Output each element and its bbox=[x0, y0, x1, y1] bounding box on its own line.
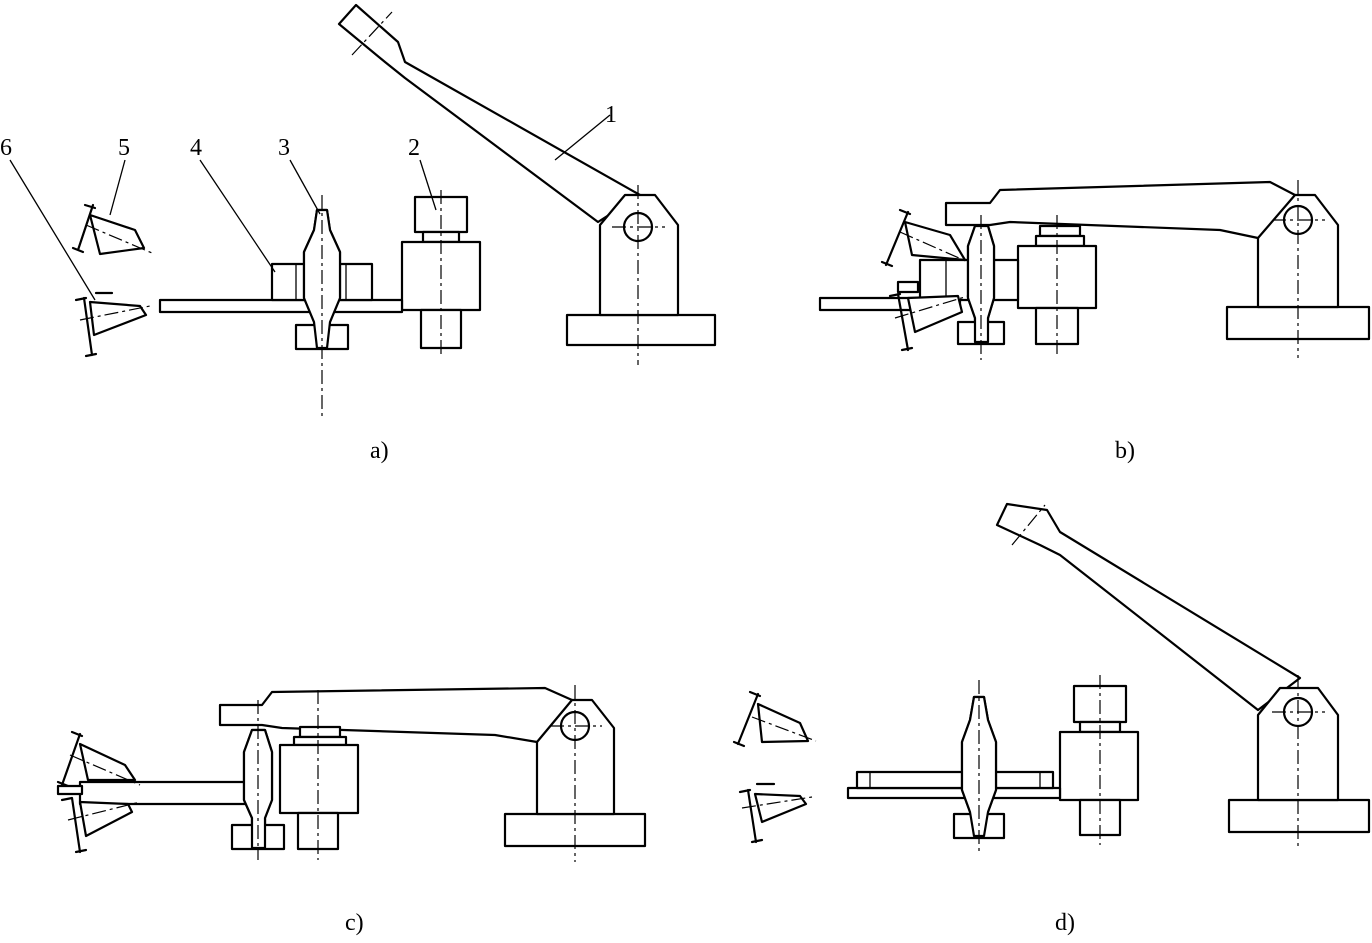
part-label-5: 5 bbox=[118, 135, 130, 161]
workpiece-plate bbox=[158, 298, 404, 314]
stem-3 bbox=[230, 700, 286, 860]
stem-3 bbox=[952, 680, 1006, 855]
stem-3 bbox=[294, 195, 350, 420]
torch-6 bbox=[74, 291, 151, 358]
lever-arm-1 bbox=[995, 502, 1302, 712]
torch-5 bbox=[880, 208, 969, 268]
lever-arm-1 bbox=[337, 3, 642, 224]
caption-b: b) bbox=[1115, 438, 1135, 464]
caption-a: a) bbox=[370, 438, 389, 464]
part-label-4: 4 bbox=[190, 135, 202, 161]
torch-6 bbox=[738, 782, 813, 844]
lever-pivot-base bbox=[1227, 675, 1371, 850]
guide-bolt-2 bbox=[278, 690, 360, 860]
panel-c: c) bbox=[56, 685, 647, 936]
part-label-6: 6 bbox=[0, 135, 12, 161]
torch-6 bbox=[888, 280, 969, 352]
guide-bolt-2 bbox=[1016, 215, 1098, 355]
panel-b: b) bbox=[818, 180, 1371, 464]
torch-5 bbox=[71, 203, 153, 256]
caption-d: d) bbox=[1055, 910, 1075, 936]
lever-pivot-base bbox=[565, 185, 717, 365]
leader-lines-a bbox=[9, 114, 611, 301]
panel-a: 1 2 3 4 5 6 a) bbox=[0, 3, 717, 464]
workpiece-plate bbox=[78, 780, 247, 806]
lever-arm-1 bbox=[218, 686, 574, 744]
part-label-3: 3 bbox=[278, 135, 290, 161]
torch-6 bbox=[56, 784, 141, 854]
bushing-4 bbox=[855, 770, 1055, 790]
torch-5 bbox=[56, 730, 141, 788]
panel-d: d) bbox=[732, 502, 1371, 936]
part-label-1: 1 bbox=[605, 102, 617, 128]
lever-arm-1 bbox=[944, 180, 1297, 240]
stem-3 bbox=[956, 215, 1006, 360]
part-label-2: 2 bbox=[408, 135, 420, 161]
caption-c: c) bbox=[345, 910, 364, 936]
guide-bolt-2 bbox=[400, 190, 482, 355]
guide-bolt-2 bbox=[1058, 675, 1140, 845]
lever-pivot-base bbox=[503, 685, 647, 862]
workpiece-plate bbox=[846, 786, 1062, 800]
torch-5 bbox=[732, 690, 817, 748]
